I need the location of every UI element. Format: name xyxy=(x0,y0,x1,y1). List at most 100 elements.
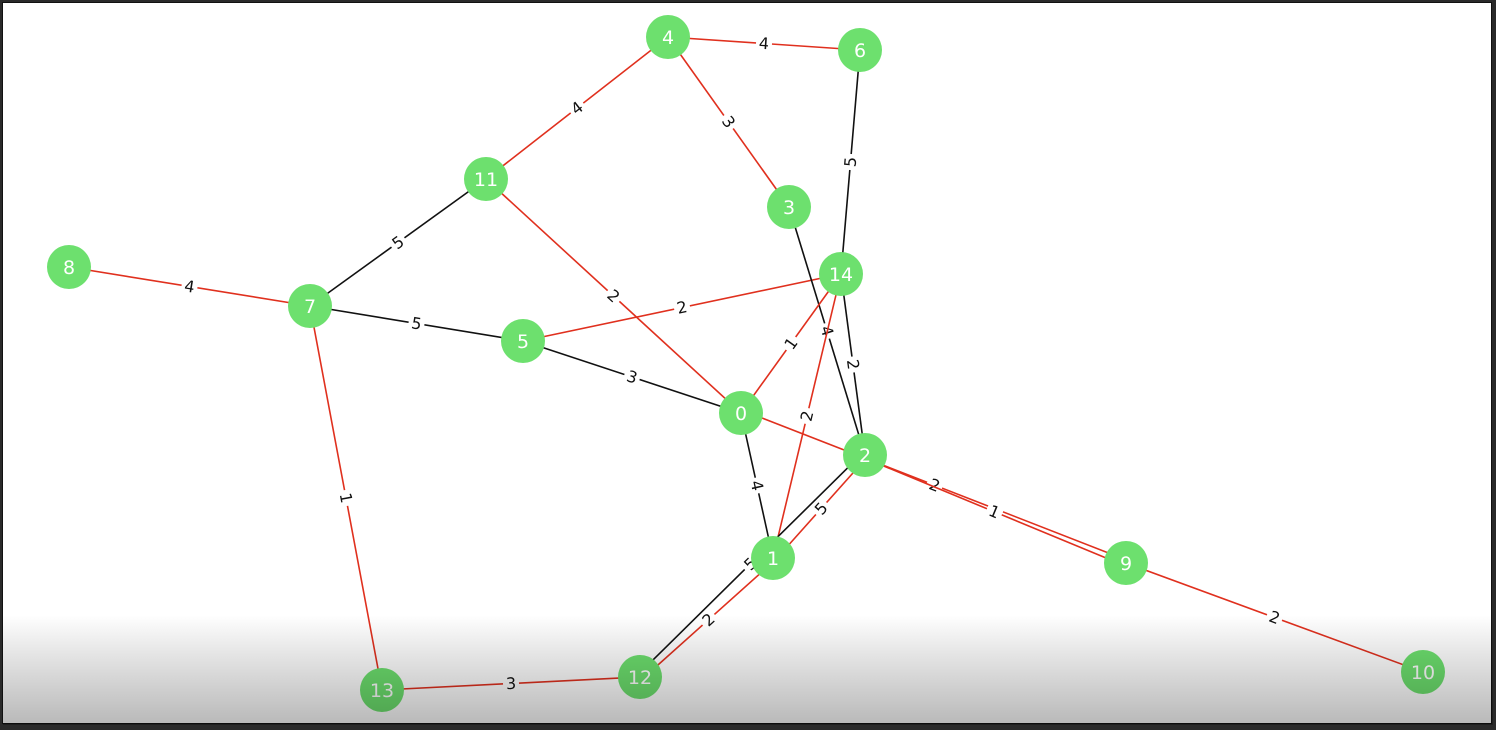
edge-label-background xyxy=(621,365,643,389)
edge-14-2: 2 xyxy=(840,273,866,456)
node-5: 5 xyxy=(501,319,545,363)
node-9: 9 xyxy=(1104,541,1148,585)
node-circle xyxy=(1401,650,1445,694)
edge-4-3: 3 xyxy=(667,36,790,208)
node-circle xyxy=(719,391,763,435)
node-circle xyxy=(288,284,332,328)
node-4: 4 xyxy=(646,15,690,59)
edge-weight-label: 4 xyxy=(183,276,196,296)
edge-label-background xyxy=(840,153,861,171)
edge-0-1: 4 xyxy=(740,412,774,559)
edge-label-background xyxy=(696,607,721,632)
edge-weight-label: 2 xyxy=(843,358,863,371)
edge-1-12: 2 xyxy=(641,559,776,680)
node-circle xyxy=(501,319,545,363)
edge-5-14: 2 xyxy=(522,273,842,342)
edge-7-5: 5 xyxy=(309,305,524,342)
node-14: 14 xyxy=(819,252,863,296)
edge-label-background xyxy=(746,475,768,496)
edges-layer: 44355245123421242155232 xyxy=(68,34,1424,693)
edge-11-7: 5 xyxy=(309,178,487,307)
edge-8-7: 4 xyxy=(68,266,311,307)
node-label: 5 xyxy=(517,331,529,353)
edge-weight-label: 1 xyxy=(336,491,357,505)
node-label: 6 xyxy=(854,40,866,62)
node-circle xyxy=(751,536,795,580)
edge-label-background xyxy=(923,473,946,497)
edge-weight-label: 5 xyxy=(841,156,861,168)
edge-label-background xyxy=(779,331,803,356)
node-label: 14 xyxy=(829,264,853,286)
node-13: 13 xyxy=(360,668,404,712)
node-label: 8 xyxy=(63,257,75,279)
node-label: 9 xyxy=(1120,553,1132,575)
node-7: 7 xyxy=(288,284,332,328)
edge-4-11: 4 xyxy=(485,36,669,180)
edge-label-background xyxy=(1263,606,1286,629)
edge-weight-label: 4 xyxy=(758,34,769,54)
node-label: 3 xyxy=(783,197,795,219)
node-3: 3 xyxy=(767,185,811,229)
node-circle xyxy=(843,433,887,477)
node-0: 0 xyxy=(719,391,763,435)
node-circle xyxy=(47,245,91,289)
edge-label-background xyxy=(809,496,834,521)
node-circle xyxy=(646,15,690,59)
node-label: 10 xyxy=(1411,662,1435,684)
graph-diagram: 44355245123421242155232 0123456789101112… xyxy=(47,15,1445,712)
node-2: 2 xyxy=(843,433,887,477)
edge-label-background xyxy=(335,488,357,508)
edge-weight-label: 4 xyxy=(747,478,768,492)
edge-7-13: 1 xyxy=(309,305,383,691)
edge-label-background xyxy=(716,110,741,134)
edge-weight-label: 2 xyxy=(797,409,818,423)
node-label: 12 xyxy=(628,667,652,689)
edge-label-background xyxy=(983,500,1006,524)
edge-13-12: 3 xyxy=(381,674,641,693)
node-circle xyxy=(464,157,508,201)
node-1: 1 xyxy=(751,536,795,580)
edge-0-9: 2 xyxy=(741,409,1128,561)
node-label: 7 xyxy=(304,296,316,318)
node-label: 13 xyxy=(370,680,394,702)
edge-14-0: 1 xyxy=(740,273,842,414)
edge-2-1: 5 xyxy=(774,456,868,561)
edge-9-10: 2 xyxy=(1125,562,1424,673)
edge-label-background xyxy=(601,283,626,309)
edge-label-background xyxy=(386,230,410,255)
edge-label-background xyxy=(843,355,863,374)
edge-weight-label: 5 xyxy=(410,313,423,333)
node-8: 8 xyxy=(47,245,91,289)
edge-label-background xyxy=(180,276,199,297)
edge-label-background xyxy=(502,674,520,693)
edge-11-0: 2 xyxy=(485,178,742,414)
node-12: 12 xyxy=(618,655,662,699)
node-label: 2 xyxy=(859,445,871,467)
node-label: 0 xyxy=(735,403,747,425)
node-circle xyxy=(819,252,863,296)
edge-label-background xyxy=(407,313,426,334)
edge-14-1: 2 xyxy=(772,273,842,559)
node-label: 4 xyxy=(662,27,674,49)
edge-6-14: 5 xyxy=(840,49,861,275)
node-10: 10 xyxy=(1401,650,1445,694)
edge-4-6: 4 xyxy=(667,34,861,54)
edge-2-9: 1 xyxy=(863,457,1126,567)
edge-label-background xyxy=(565,95,589,121)
edge-label-background xyxy=(672,297,692,318)
edge-weight-label: 3 xyxy=(505,674,516,693)
node-label: 11 xyxy=(474,169,498,191)
edge-5-0: 3 xyxy=(522,340,742,414)
node-circle xyxy=(618,655,662,699)
node-circle xyxy=(360,668,404,712)
node-11: 11 xyxy=(464,157,508,201)
node-circle xyxy=(1104,541,1148,585)
node-circle xyxy=(767,185,811,229)
node-circle xyxy=(838,28,882,72)
edge-weight-label: 2 xyxy=(675,297,689,318)
edge-label-background xyxy=(796,406,818,426)
node-label: 1 xyxy=(767,548,779,570)
